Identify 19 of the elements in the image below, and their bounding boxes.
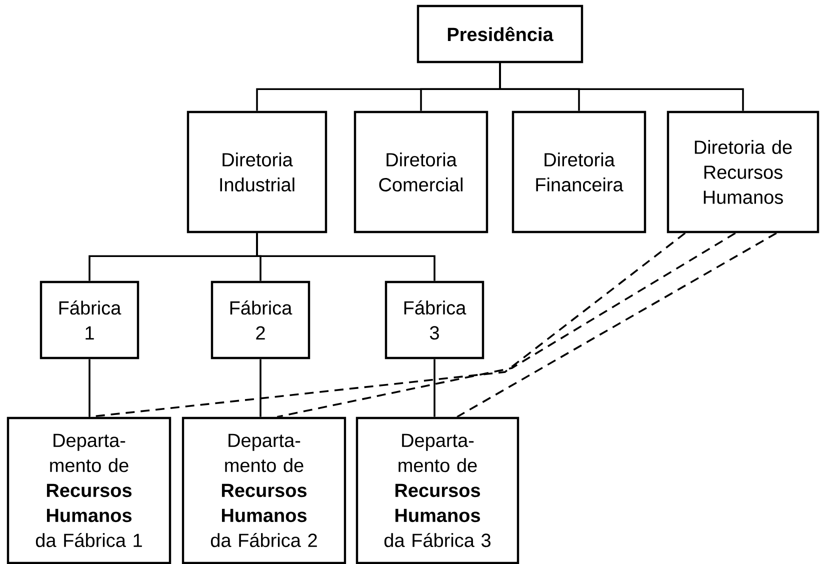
factory-box: Fábrica 3: [384, 280, 484, 360]
connector-line: [88, 359, 90, 417]
connector-line: [276, 232, 736, 418]
department-box: Departa- mento de Recursos Humanos da Fábrica 3: [356, 416, 520, 564]
department-box: Departa- mento de Recursos Humanos da Fábrica 1: [6, 416, 172, 564]
connector-line: [499, 63, 744, 111]
director-box: Diretoria Comercial: [354, 110, 488, 234]
director-box: Diretoria Industrial: [186, 110, 328, 234]
title-box: Presidência: [416, 4, 584, 64]
connector-line: [456, 232, 777, 418]
director-box: Diretoria Financeira: [512, 110, 646, 234]
connector-line: [260, 359, 262, 417]
connector-line: [256, 233, 436, 281]
factory-box: Fábrica 1: [40, 280, 140, 360]
factory-box: Fábrica 2: [210, 280, 310, 360]
connector-line: [434, 359, 436, 417]
connector-line: [88, 232, 686, 418]
director-box: Diretoria de Recursos Humanos: [666, 110, 820, 234]
department-box: Departa- mento de Recursos Humanos da Fábrica 2: [182, 416, 346, 564]
